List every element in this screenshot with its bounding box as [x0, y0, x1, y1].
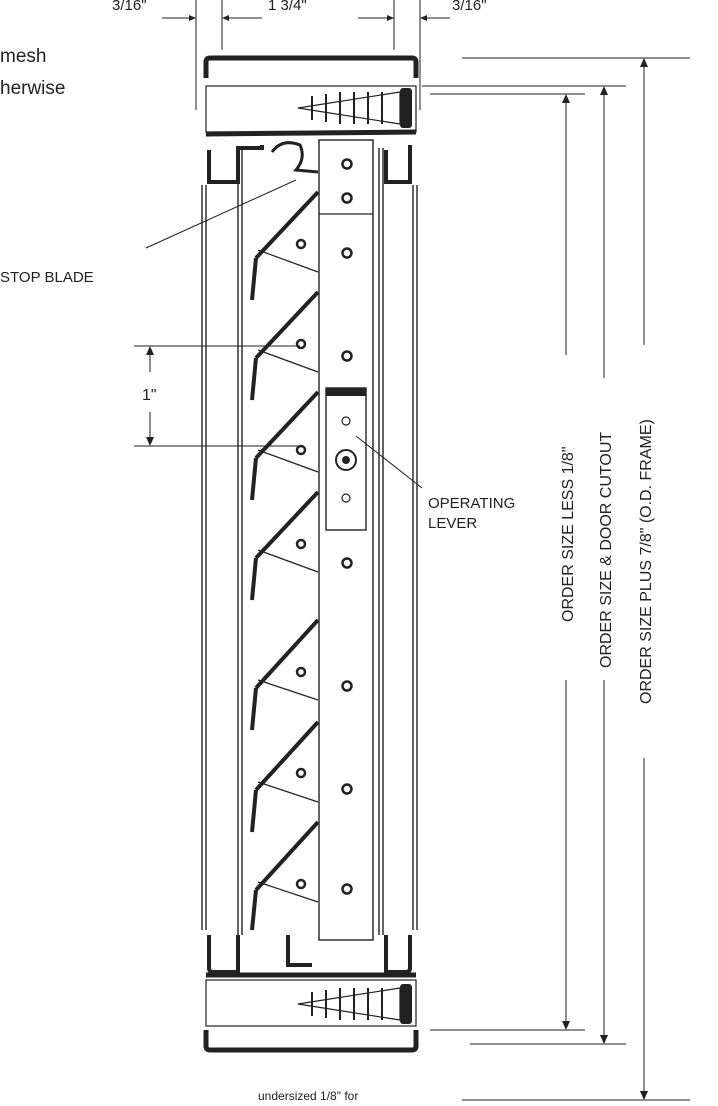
louver-blades: [250, 190, 320, 931]
operating-lever-label-line1: OPERATING: [428, 495, 515, 512]
dim-left-flange: 3/16": [112, 0, 147, 14]
stop-blade-label: STOP BLADE: [0, 269, 94, 286]
right-dimension-lines: [422, 57, 690, 1101]
right-dimension-arrows: [562, 58, 648, 1100]
frame-outline: [201, 148, 418, 935]
note-mesh: mesh: [0, 46, 46, 67]
screw-icon-top: [297, 88, 412, 128]
louver-blade: [250, 720, 320, 833]
dim-order-size-plus: ORDER SIZE PLUS 7/8" (O.D. FRAME): [638, 419, 655, 704]
note-otherwise: herwise: [0, 78, 65, 99]
screw-icon-bottom: [297, 984, 412, 1024]
louver-blade: [250, 618, 320, 731]
operating-lever: [325, 387, 367, 531]
dim-frame-depth: 1 3/4": [268, 0, 307, 14]
operating-lever-leader: [355, 435, 423, 489]
frame-head-bottom: [203, 935, 419, 1053]
blade-pitch-label: 1": [142, 387, 157, 404]
dim-order-size-less: ORDER SIZE LESS 1/8": [560, 446, 577, 622]
operating-bar: [270, 139, 374, 941]
bar-holes: [341, 158, 353, 895]
louver-blade: [250, 290, 320, 401]
blade-pitch-dimension: [134, 345, 300, 447]
operating-lever-label-line2: LEVER: [428, 515, 477, 532]
stop-blade-leader: [145, 179, 297, 249]
louver-blade: [250, 190, 320, 301]
louver-blade: [250, 490, 320, 601]
dim-right-flange: 3/16": [452, 0, 487, 14]
top-dimension-arrows: [189, 15, 427, 21]
top-dimension-lines: [162, 0, 450, 110]
note-undersized: undersized 1/8" for: [258, 1089, 358, 1103]
dim-order-size-cutout: ORDER SIZE & DOOR CUTOUT: [598, 432, 615, 668]
frame-head-top: [203, 55, 419, 184]
louver-blade: [250, 820, 320, 931]
louver-blade: [250, 390, 320, 501]
